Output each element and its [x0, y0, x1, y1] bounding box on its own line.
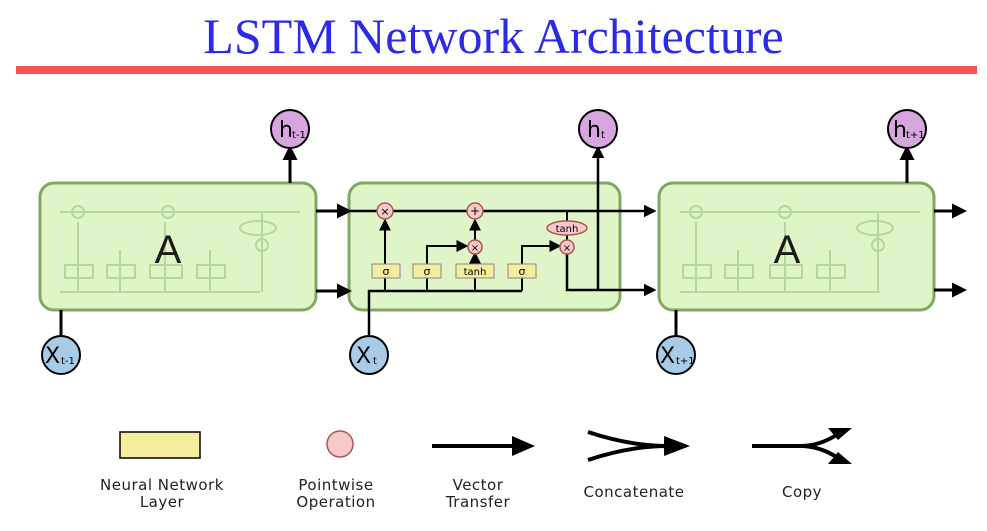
faded-cell-internals-right — [680, 205, 920, 293]
svg-text:tanh: tanh — [556, 224, 579, 235]
legend-pointwise: Pointwise Operation — [296, 430, 375, 511]
svg-text:×: × — [471, 243, 479, 254]
svg-text:×: × — [563, 243, 571, 254]
svg-text:X: X — [356, 344, 371, 369]
legend-nn-layer: Neural Network Layer — [100, 431, 224, 511]
svg-text:t: t — [373, 356, 377, 367]
svg-text:Copy: Copy — [782, 483, 822, 501]
pointwise-tanh: tanh — [546, 220, 588, 236]
x-node-prev: X t-1 — [41, 335, 81, 375]
svg-text:X: X — [45, 344, 60, 369]
input-gate-layer: σ — [412, 263, 442, 279]
svg-text:Layer: Layer — [140, 493, 185, 511]
x-node-next: X t+1 — [656, 335, 696, 375]
svg-text:h: h — [279, 118, 293, 143]
pointwise-multiply-output: × — [559, 239, 575, 255]
faded-cell-internals — [60, 205, 300, 293]
title-underline — [16, 66, 977, 74]
pointwise-add: + — [466, 202, 484, 220]
svg-text:Concatenate: Concatenate — [583, 483, 684, 501]
svg-text:Transfer: Transfer — [445, 493, 511, 511]
svg-text:Neural Network: Neural Network — [100, 476, 224, 494]
svg-text:tanh: tanh — [464, 267, 487, 278]
input-bus — [367, 289, 522, 355]
forget-gate-layer: σ — [371, 263, 401, 279]
svg-text:t-1: t-1 — [292, 130, 306, 141]
legend: Neural Network Layer Pointwise Operation… — [100, 428, 852, 511]
legend-vector-transfer: Vector Transfer — [432, 436, 535, 511]
svg-text:h: h — [587, 118, 601, 143]
svg-text:Operation: Operation — [296, 493, 375, 511]
svg-text:Vector: Vector — [453, 476, 504, 494]
cell-left-label: A — [155, 228, 182, 272]
page-title: LSTM Network Architecture — [203, 8, 784, 64]
svg-text:σ: σ — [383, 265, 390, 278]
h-node-next: h t+1 — [887, 109, 927, 149]
output-gate-layer: σ — [507, 263, 537, 279]
svg-text:+: + — [470, 204, 480, 218]
lstm-cell-left: A — [38, 181, 318, 312]
svg-text:σ: σ — [424, 265, 431, 278]
legend-copy: Copy — [752, 428, 852, 501]
svg-text:t+1: t+1 — [676, 356, 695, 367]
svg-text:t-1: t-1 — [61, 356, 75, 367]
svg-text:×: × — [380, 205, 389, 218]
h-node-cur: h t — [578, 109, 618, 149]
pointwise-multiply-forget: × — [376, 202, 394, 220]
svg-text:t+1: t+1 — [906, 130, 925, 141]
lstm-cell-right: A — [657, 181, 967, 312]
x-node-cur: X t — [349, 335, 389, 375]
svg-text:X: X — [660, 344, 675, 369]
legend-concatenate: Concatenate — [583, 430, 690, 501]
svg-text:Pointwise: Pointwise — [298, 476, 373, 494]
candidate-tanh-layer: tanh — [455, 263, 495, 279]
svg-text:h: h — [893, 118, 907, 143]
svg-text:σ: σ — [519, 265, 526, 278]
svg-text:t: t — [601, 130, 605, 141]
h-node-prev: h t-1 — [270, 109, 310, 149]
cell-right-label: A — [774, 228, 801, 272]
pointwise-multiply-input: × — [467, 239, 483, 255]
lstm-cell-middle: × + × × tanh σ σ tanh — [316, 145, 657, 355]
